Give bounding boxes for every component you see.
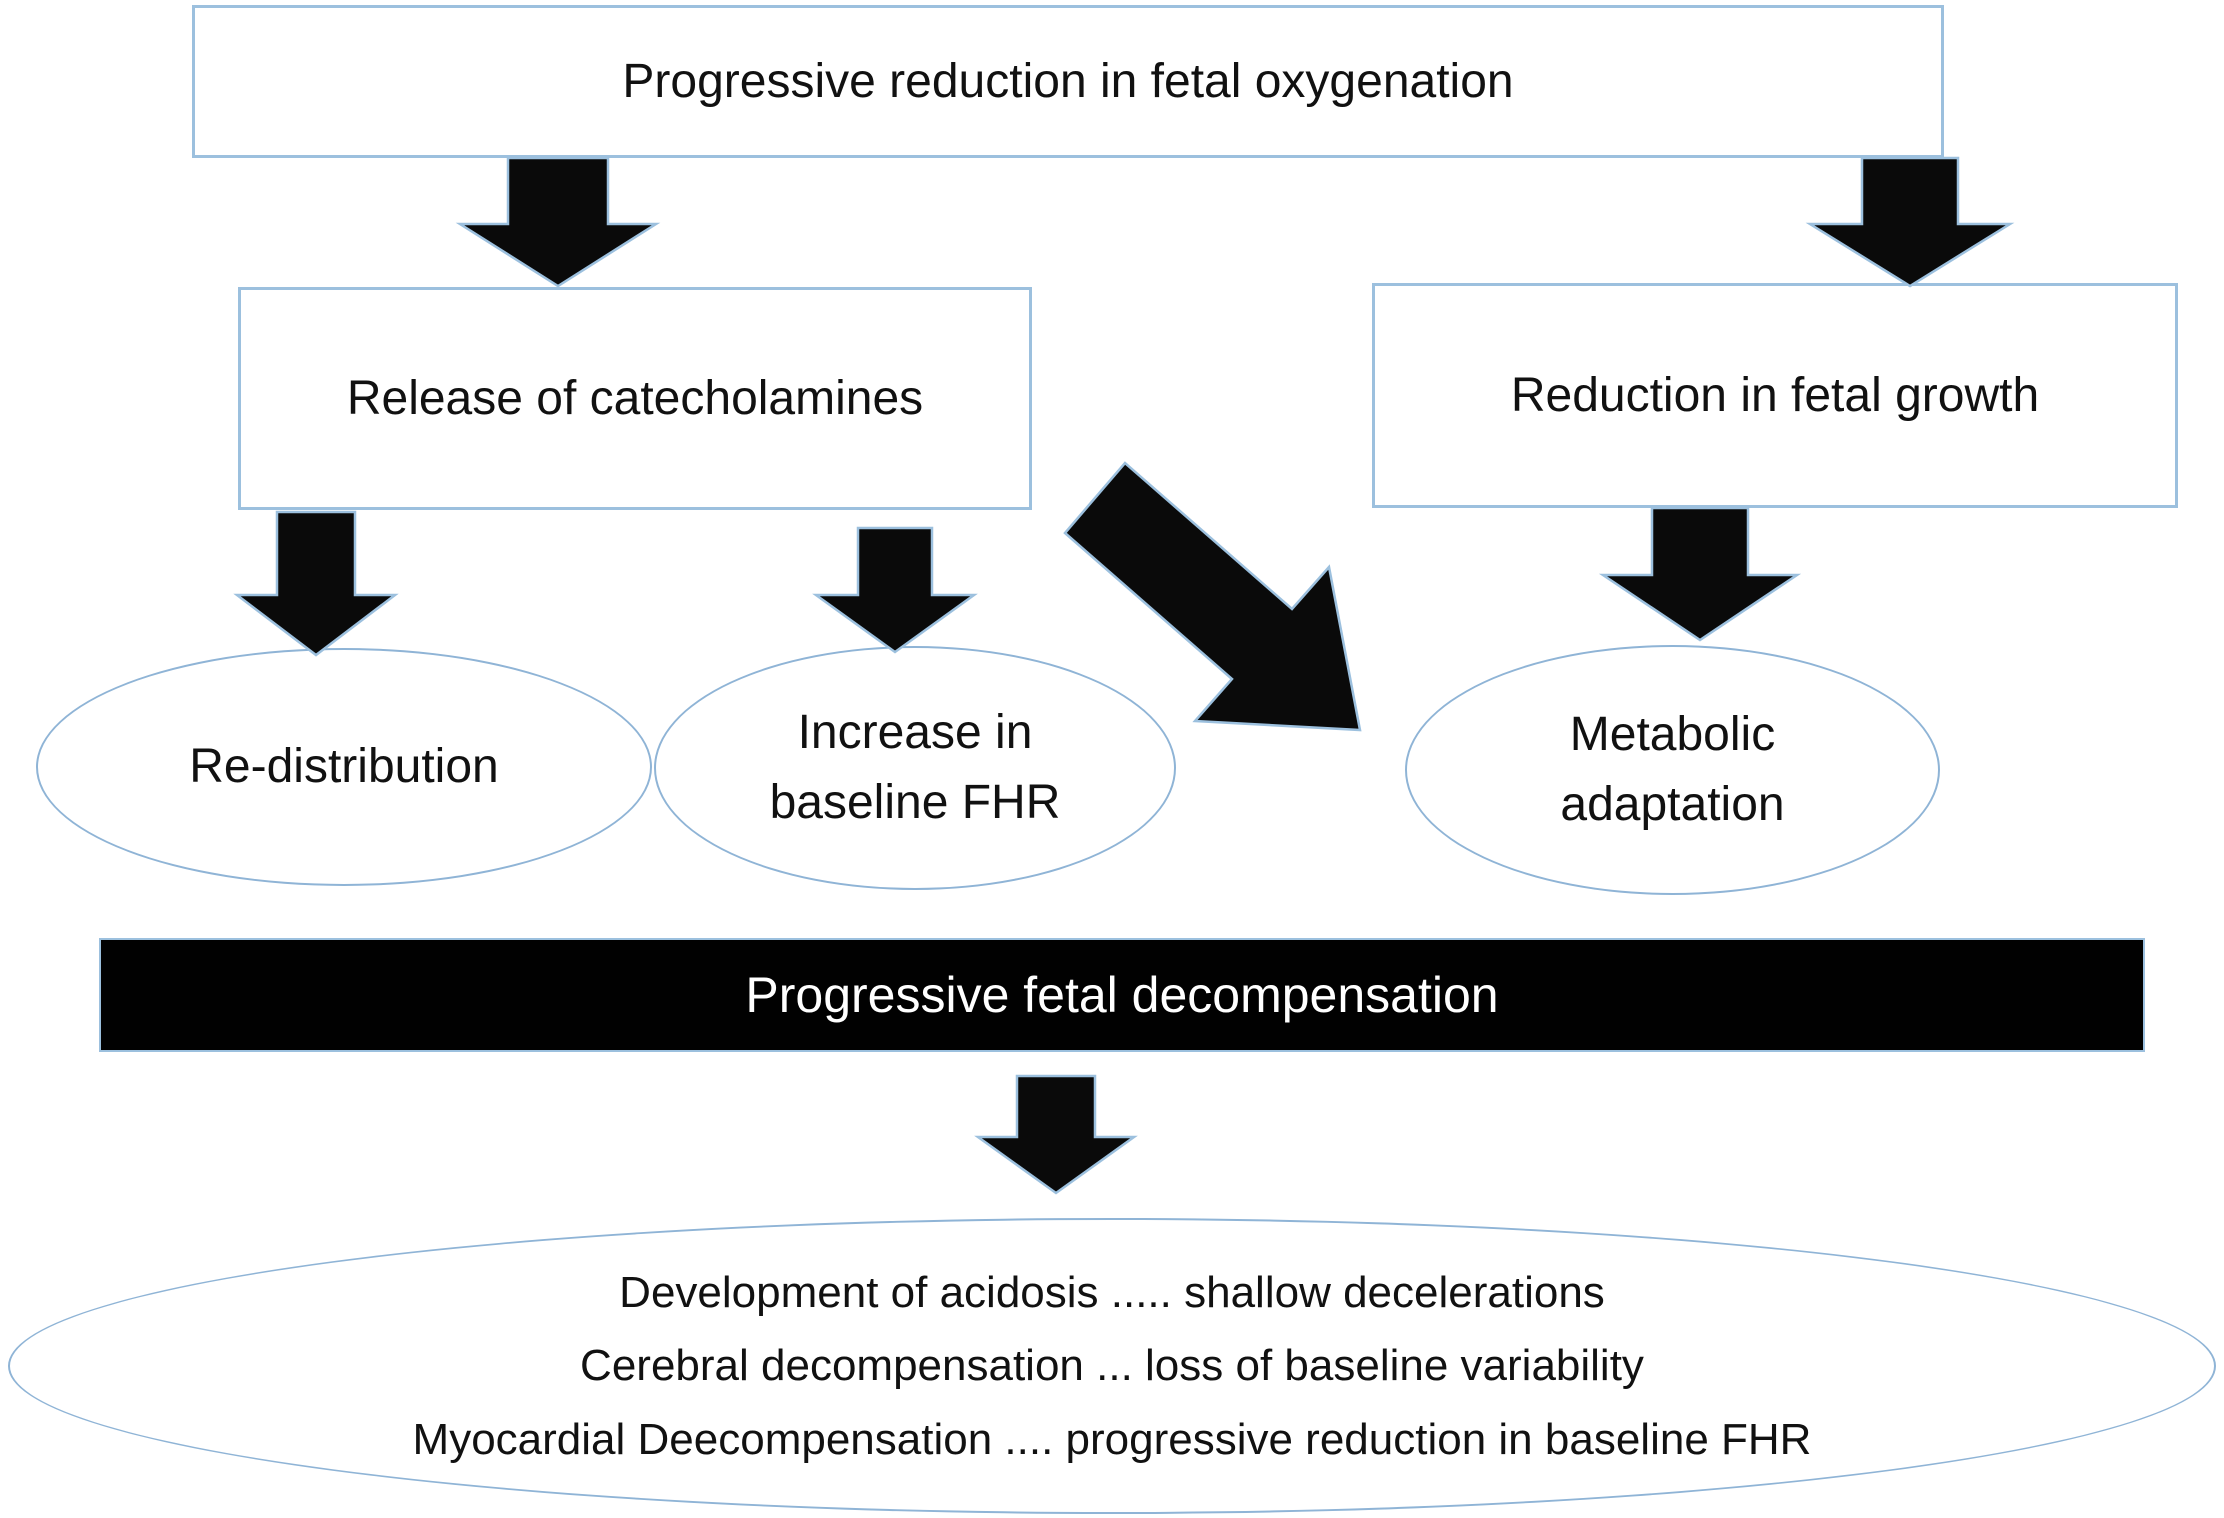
down-arrow-oxygenation-to-catecholamines [455, 156, 661, 288]
outcome-line1: Development of acidosis ..... shallow de… [619, 1268, 1605, 1318]
redistribution-ellipse: Re-distribution [36, 648, 652, 886]
redistribution-label: Re-distribution [189, 740, 499, 794]
down-arrow-catecholamines-to-baseline-fhr [812, 526, 978, 654]
down-arrow-banner-to-outcome [974, 1074, 1138, 1195]
metabolic-line1: Metabolic [1569, 708, 1776, 762]
catecholamines-box: Release of catecholamines [238, 287, 1032, 510]
down-arrow-oxygenation-to-fetal-growth [1805, 156, 2015, 288]
fetal-growth-box: Reduction in fetal growth [1372, 283, 2178, 508]
baseline-fhr-label: Increase in baseline FHR [770, 698, 1061, 837]
metabolic-line2: adaptation [1560, 778, 1785, 831]
outcome-line3: Myocardial Deecompensation .... progress… [412, 1414, 1812, 1464]
baseline-fhr-line1: Increase in [797, 706, 1033, 760]
oxygenation-box-label: Progressive reduction in fetal oxygenati… [622, 54, 1514, 108]
baseline-fhr-line2: baseline FHR [769, 776, 1061, 829]
decompensation-banner: Progressive fetal decompensation [99, 938, 2145, 1052]
catecholamines-box-label: Release of catecholamines [346, 371, 924, 425]
metabolic-adaptation-label: Metabolic adaptation [1560, 700, 1784, 839]
down-arrow-fetal-growth-to-metabolic [1598, 506, 1802, 642]
down-arrow-catecholamines-to-redistribution [233, 510, 399, 657]
outcome-line2: Cerebral decompensation ... loss of base… [580, 1341, 1644, 1391]
outcome-label: Development of acidosis ..... shallow de… [413, 1256, 1812, 1475]
metabolic-adaptation-ellipse: Metabolic adaptation [1405, 645, 1940, 895]
decompensation-banner-label: Progressive fetal decompensation [745, 967, 1499, 1023]
fetal-growth-box-label: Reduction in fetal growth [1510, 368, 2040, 422]
oxygenation-box: Progressive reduction in fetal oxygenati… [192, 5, 1944, 158]
baseline-fhr-ellipse: Increase in baseline FHR [654, 646, 1176, 890]
outcome-ellipse: Development of acidosis ..... shallow de… [8, 1218, 2216, 1514]
